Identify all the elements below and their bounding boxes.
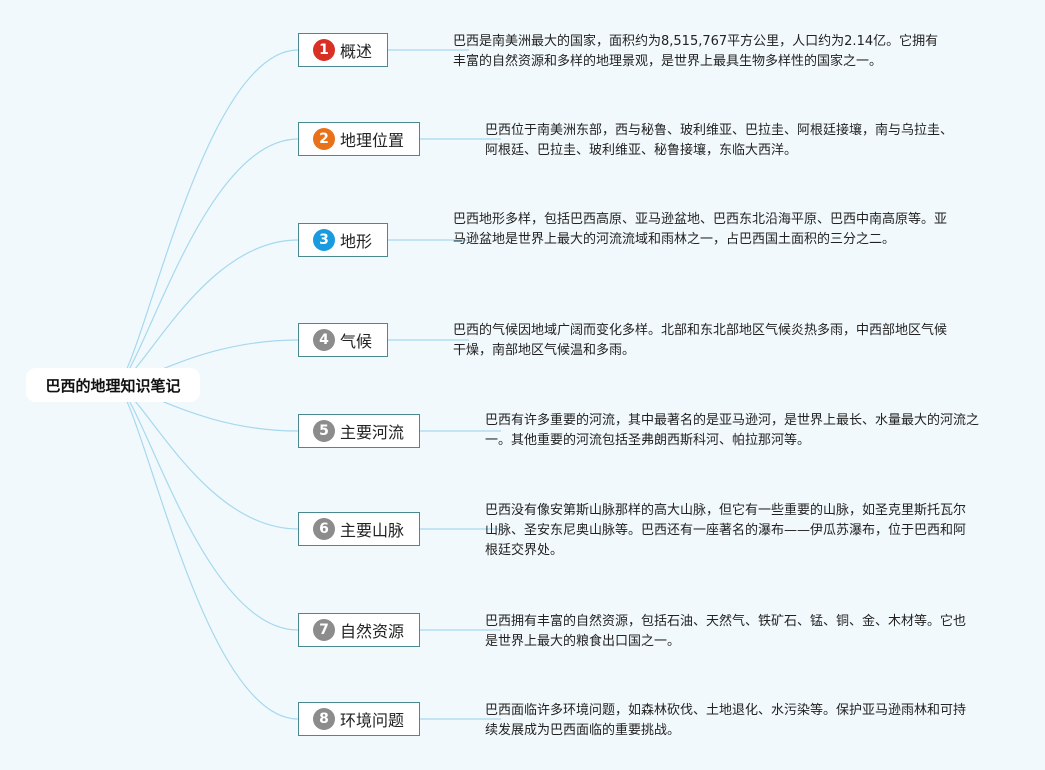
topic-label: 气候 [340, 332, 373, 351]
topic-description: 巴西位于南美洲东部，西与秘鲁、玻利维亚、巴拉圭、阿根廷接壤，南与乌拉圭、阿根廷、… [485, 123, 954, 158]
topic-label: 地理位置 [340, 131, 405, 150]
topic-label: 环境问题 [340, 711, 405, 730]
branch-line [114, 384, 299, 631]
number-badge-icon: 8 [313, 708, 335, 730]
topic-label: 概述 [340, 42, 373, 61]
number-badge-icon: 2 [313, 128, 335, 150]
topic-node[interactable]: 3 地形 [298, 223, 388, 257]
topic-node[interactable]: 4 气候 [298, 323, 388, 357]
topic-description: 巴西是南美洲最大的国家，面积约为8,515,767平方公里，人口约为2.14亿。… [453, 34, 939, 69]
branch-line [114, 49, 299, 386]
branch-line [114, 239, 299, 386]
topic-label: 主要山脉 [340, 521, 405, 540]
topic-node[interactable]: 8 环境问题 [298, 702, 420, 736]
topic-description: 巴西没有像安第斯山脉那样的高大山脉，但它有一些重要的山脉，如圣克里斯托瓦尔山脉、… [485, 503, 967, 558]
number-badge-icon: 7 [313, 619, 335, 641]
root-title: 巴西的地理知识笔记 [45, 376, 181, 395]
topic-description: 巴西有许多重要的河流，其中最著名的是亚马逊河，是世界上最长、水量最大的河流之一。… [485, 413, 980, 448]
number-badge-icon: 4 [313, 329, 335, 351]
number-badge-icon: 5 [313, 420, 335, 442]
topic-description: 巴西拥有丰富的自然资源，包括石油、天然气、铁矿石、锰、铜、金、木材等。它也是世界… [485, 614, 967, 649]
number-badge-icon: 1 [313, 39, 335, 61]
topic-node[interactable]: 7 自然资源 [298, 613, 420, 647]
topic-node[interactable]: 2 地理位置 [298, 122, 420, 156]
number-badge-icon: 6 [313, 518, 335, 540]
topic-node[interactable]: 5 主要河流 [298, 414, 420, 448]
topic-description: 巴西地形多样，包括巴西高原、亚马逊盆地、巴西东北沿海平原、巴西中南高原等。亚马逊… [453, 212, 948, 247]
topic-label: 主要河流 [340, 423, 405, 442]
topic-label: 自然资源 [340, 622, 405, 641]
number-badge-icon: 3 [313, 229, 335, 251]
topic-label: 地形 [340, 232, 373, 251]
branch-line [114, 384, 299, 530]
topic-node[interactable]: 1 概述 [298, 33, 388, 67]
topic-description: 巴西面临许多环境问题，如森林砍伐、土地退化、水污染等。保护亚马逊雨林和可持续发展… [485, 703, 967, 738]
branch-line [114, 138, 299, 386]
topic-description: 巴西的气候因地域广阔而变化多样。北部和东北部地区气候炎热多雨，中西部地区气候干燥… [453, 323, 948, 358]
topic-node[interactable]: 6 主要山脉 [298, 512, 420, 546]
root-node[interactable]: 巴西的地理知识笔记 [26, 368, 200, 402]
branch-line [114, 384, 299, 720]
